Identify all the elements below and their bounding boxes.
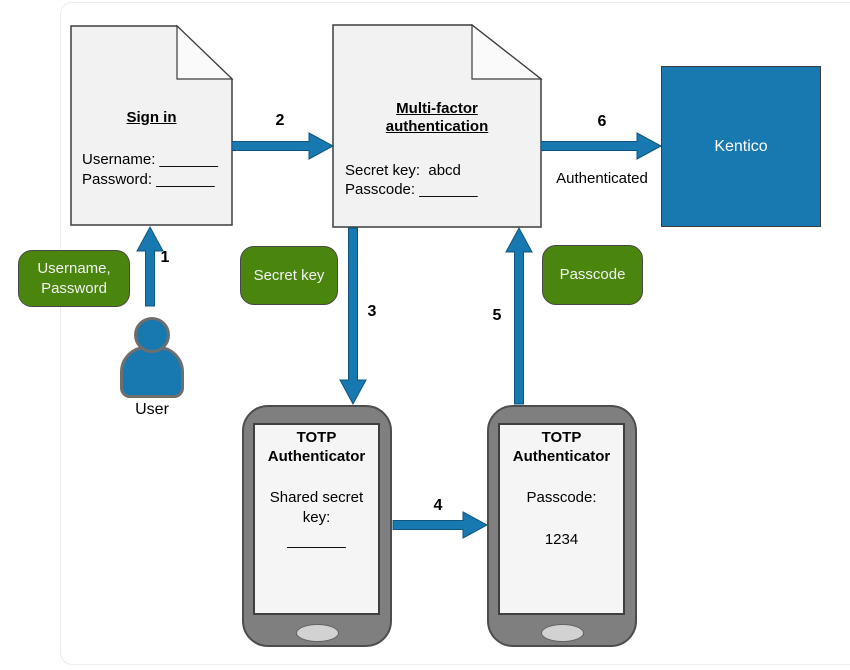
signin-document-title: Sign in	[126, 109, 177, 126]
step-number-6: 6	[597, 113, 607, 130]
phone-totp-setup-title: TOTP Authenticator	[267, 429, 366, 465]
authenticated-label: Authenticated	[556, 170, 648, 187]
diagram-card-border	[60, 2, 850, 665]
phone-totp-setup-body: Shared secret key:	[269, 489, 364, 526]
kentico-box: Kentico	[661, 66, 821, 227]
arrow-5-phone-to-mfa	[505, 226, 533, 405]
phone-totp-code-screen	[498, 423, 625, 615]
signin-password-field: Password: _______	[82, 171, 215, 188]
step-number-4: 4	[433, 497, 443, 514]
signin-document-fold	[176, 24, 234, 80]
phone-totp-setup-screen	[253, 423, 380, 615]
arrow-4-phone-to-phone	[392, 511, 489, 539]
phone-totp-code-title: TOTP Authenticator	[512, 429, 611, 465]
step-number-5: 5	[492, 307, 502, 324]
arrow-2-signin-to-mfa	[231, 132, 335, 160]
user-icon	[120, 346, 184, 398]
kentico-label: Kentico	[714, 137, 768, 155]
phone-totp-code-body: Passcode:	[526, 489, 597, 506]
signin-username-field: Username: _______	[82, 151, 218, 168]
user-icon-head	[134, 317, 170, 353]
step-number-1: 1	[160, 249, 170, 266]
mfa-passcode-field: Passcode: _______	[345, 181, 478, 198]
mfa-document-fold	[471, 23, 543, 80]
arrow-3-mfa-to-phone	[339, 227, 367, 406]
step-number-3: 3	[367, 303, 377, 320]
phone-totp-setup-blank: _______	[287, 532, 346, 549]
phone-totp-setup-home-button	[296, 624, 339, 642]
mfa-secret-key-field: Secret key: abcd	[345, 162, 461, 179]
badge-username-password-label: Username, Password	[37, 260, 111, 297]
phone-totp-code-home-button	[541, 624, 584, 642]
mfa-document-title: Multi-factor authentication	[385, 100, 489, 135]
badge-secret-key-label: Secret key	[253, 266, 325, 284]
badge-username-password: Username, Password	[18, 250, 130, 307]
badge-secret-key: Secret key	[240, 246, 338, 305]
arrow-6-mfa-to-kentico	[540, 132, 663, 160]
user-label: User	[135, 401, 169, 418]
arrow-1-user-to-signin	[136, 225, 164, 307]
step-number-2: 2	[275, 112, 285, 129]
badge-passcode: Passcode	[542, 245, 643, 305]
phone-totp-code-value: 1234	[544, 531, 579, 548]
badge-passcode-label: Passcode	[559, 266, 626, 284]
